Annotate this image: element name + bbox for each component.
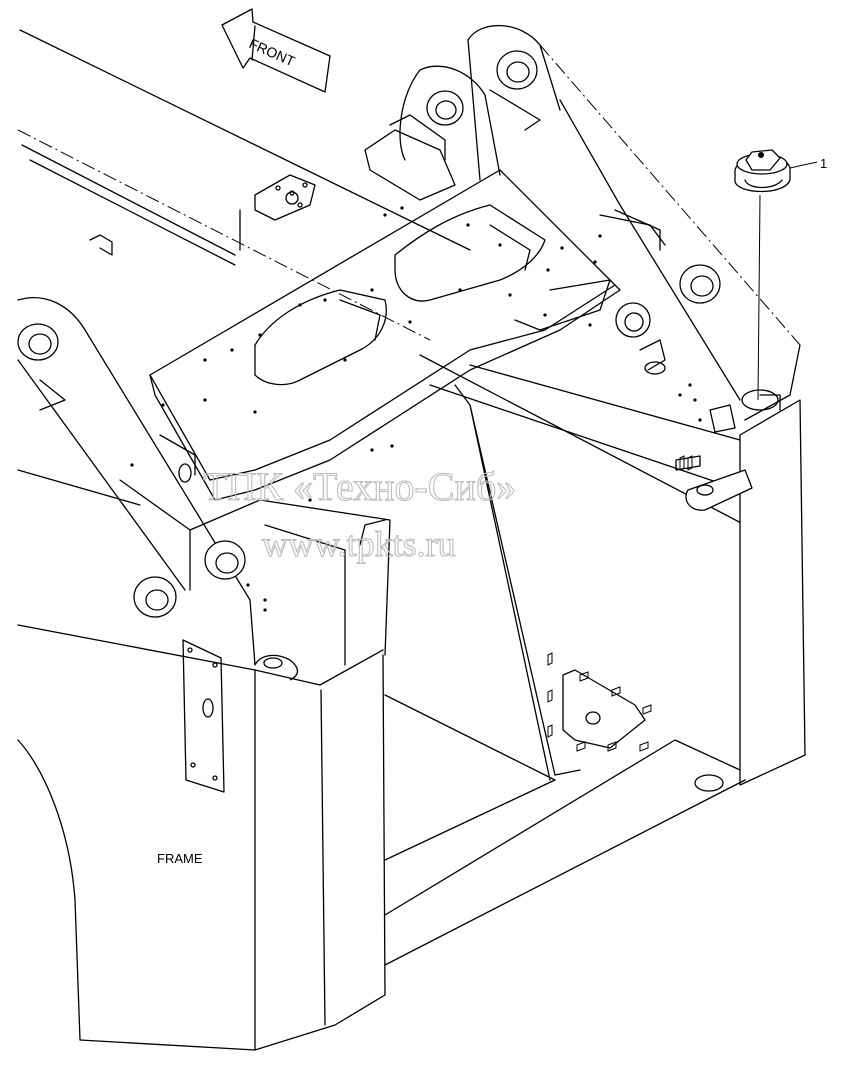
- upper-frame-rail: [17, 29, 471, 341]
- watermark: ТПК «Техно-Сиб» www.tpkts.ru: [202, 463, 516, 564]
- frame-label: FRAME: [157, 851, 203, 866]
- front-direction-arrow: FRONT: [221, 8, 331, 93]
- stud-bolts: [547, 455, 693, 752]
- right-side-panel: [419, 344, 806, 786]
- filler-cap-part: [734, 149, 791, 401]
- callout-1: 1: [789, 156, 827, 171]
- base-plate: [384, 669, 746, 966]
- frame-front-body: [17, 624, 386, 1051]
- bolt-holes: [130, 182, 702, 612]
- left-lift-arm: [17, 296, 256, 666]
- spacer-plate: [182, 639, 225, 793]
- callout-number: 1: [820, 156, 827, 171]
- right-lift-arm: [539, 44, 801, 401]
- left-arm-bosses: [133, 434, 246, 618]
- upper-lug-plates: [364, 24, 561, 201]
- center-web: [359, 384, 581, 781]
- front-top-bracket: [89, 174, 316, 256]
- top-cross-plate: [149, 169, 621, 501]
- inner-box: [189, 499, 391, 681]
- watermark-company: ТПК «Техно-Сиб»: [203, 464, 516, 509]
- watermark-url: www.tpkts.ru: [262, 524, 456, 564]
